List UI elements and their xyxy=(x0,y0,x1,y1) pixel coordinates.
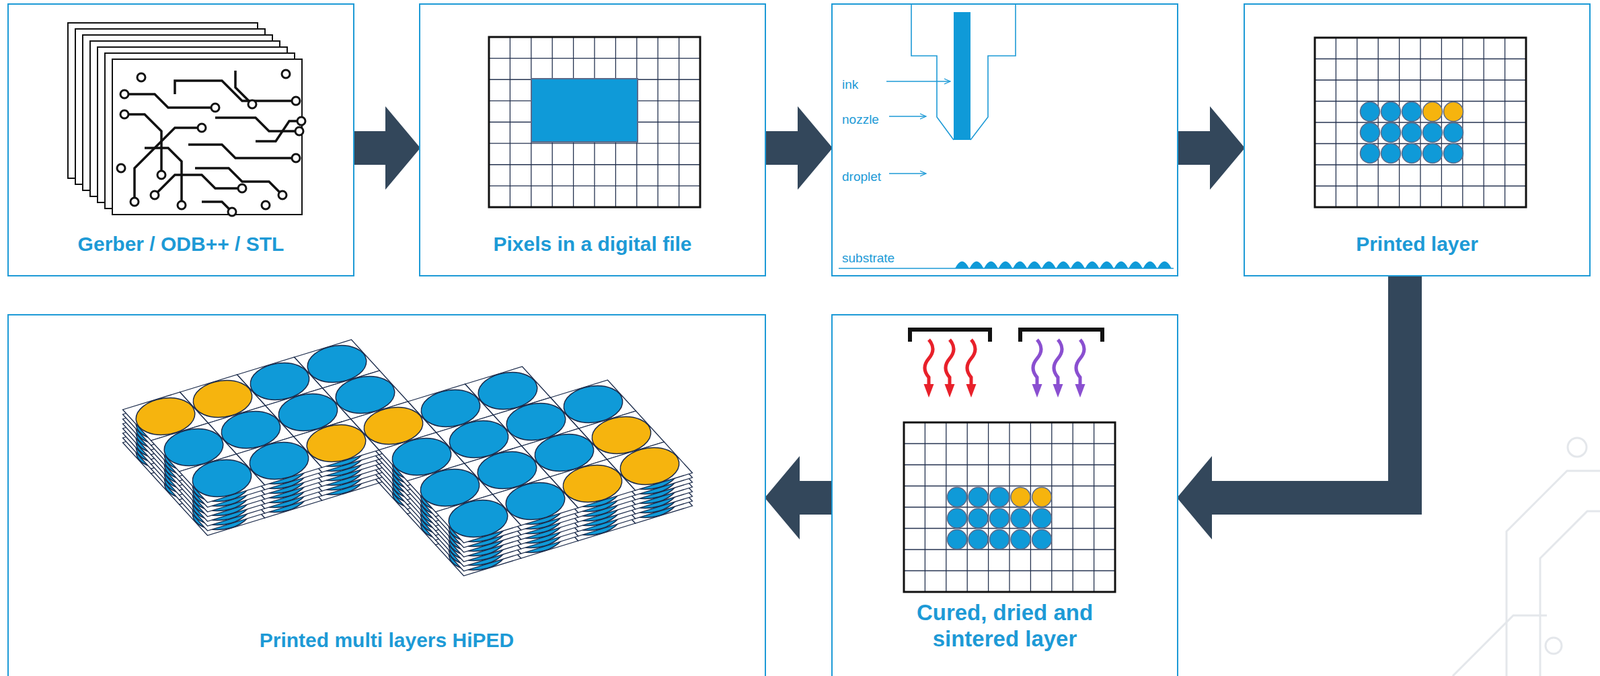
step-caption: Cured, dried and sintered layer xyxy=(890,599,1120,653)
caption-box: Gerber / ODB++ / STL xyxy=(8,232,354,257)
layer-stack xyxy=(123,339,693,576)
process-panel: Pixels in a digital file xyxy=(418,3,767,277)
process-panel: Cured, dried and sintered layer xyxy=(831,314,1179,676)
caption-box: Printed layer xyxy=(1244,232,1590,257)
caption-box: Cured, dried and sintered layer xyxy=(832,599,1177,653)
flow-arrow xyxy=(766,131,798,165)
nozzle-illustration xyxy=(838,3,1174,269)
printed-grid xyxy=(1314,37,1527,208)
heater-lamps xyxy=(909,329,1103,391)
part-label: droplet xyxy=(842,169,882,185)
process-panel: Gerber / ODB++ / STL xyxy=(7,3,355,277)
pcb-pages xyxy=(67,22,306,216)
pixel-grid xyxy=(488,36,701,208)
flow-arrow xyxy=(1178,131,1210,165)
step-caption: Printed layer xyxy=(1244,232,1590,257)
cured-grid xyxy=(903,422,1116,592)
process-panel: ink nozzle droplet substrate xyxy=(831,3,1179,277)
process-panel: Printed multi layers HiPED xyxy=(7,314,767,676)
caption-box: Pixels in a digital file xyxy=(420,232,765,257)
droplets xyxy=(955,261,1172,270)
flow-arrow xyxy=(799,480,832,515)
part-label: substrate xyxy=(842,250,895,266)
process-panel: Printed layer xyxy=(1243,3,1591,277)
flow-arrow xyxy=(354,131,386,165)
pcb-page xyxy=(112,59,302,215)
step-caption: Printed multi layers HiPED xyxy=(8,628,765,653)
flow-arrow xyxy=(1211,276,1405,498)
circuit-decoration xyxy=(1452,437,1600,676)
step-caption: Gerber / ODB++ / STL xyxy=(8,232,354,257)
caption-box: Printed multi layers HiPED xyxy=(8,628,765,653)
part-label: nozzle xyxy=(842,112,880,128)
part-label: ink xyxy=(842,77,859,93)
step-caption: Pixels in a digital file xyxy=(420,232,765,257)
